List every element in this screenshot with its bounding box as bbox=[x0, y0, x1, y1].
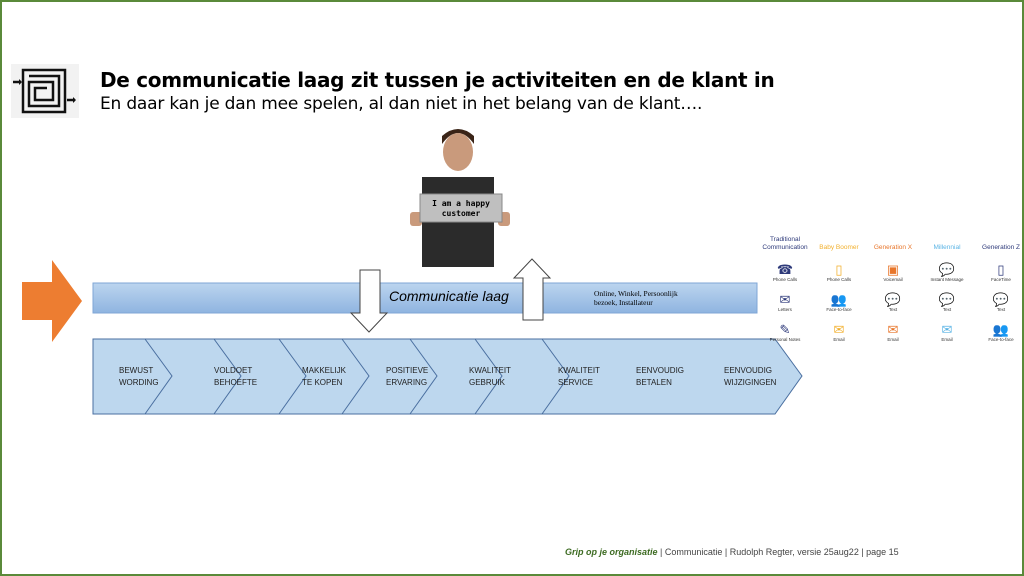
sign-line-1: I am a happy bbox=[432, 199, 490, 208]
channel-label: Letters bbox=[778, 307, 792, 312]
generation-column: Generation Z▯FaceTime💬Text👥Face-to-face bbox=[974, 234, 1024, 342]
mobile-icon: ▯ bbox=[835, 262, 843, 277]
page-title: De communicatie laag zit tussen je activ… bbox=[100, 68, 775, 92]
step-6-line-1: KWALITEIT bbox=[558, 366, 600, 375]
email-icon: ✉ bbox=[887, 322, 899, 337]
step-1-line-1: BEWUST bbox=[119, 366, 153, 375]
email-icon: ✉ bbox=[833, 322, 845, 337]
channel-label: Email bbox=[887, 337, 899, 342]
step-6-line-2: SERVICE bbox=[558, 378, 593, 387]
faces-icon: 👥 bbox=[830, 292, 848, 307]
chat-icon: 💬 bbox=[992, 292, 1010, 307]
channel-item: 💬Instant Message bbox=[920, 252, 974, 282]
channel-label: Voicemail bbox=[883, 277, 903, 282]
step-3-line-2: TE KOPEN bbox=[302, 378, 343, 387]
generation-name: Baby Boomer bbox=[819, 244, 859, 251]
channel-label: Text bbox=[888, 307, 898, 312]
page-subtitle: En daar kan je dan mee spelen, al dan ni… bbox=[100, 94, 703, 114]
channel-label: Face-to-face bbox=[988, 337, 1014, 342]
channel-label: Instant Message bbox=[930, 277, 964, 282]
channel-item: ✉Email bbox=[866, 312, 920, 342]
step-4-line-2: ERVARING bbox=[386, 378, 427, 387]
generation-name: Generation Z bbox=[982, 244, 1020, 251]
step-4-line-1: POSITIEVE bbox=[386, 366, 428, 375]
step-5-line-1: KWALITEIT bbox=[469, 366, 511, 375]
channel-item: ✉Email bbox=[812, 312, 866, 342]
telephone-icon: ☎ bbox=[776, 262, 794, 277]
mobile-icon: ▯ bbox=[997, 262, 1005, 277]
channel-item: 👥Face-to-face bbox=[974, 312, 1024, 342]
generation-name: Generation X bbox=[873, 244, 913, 251]
channels-line-1: Online, Winkel, Persoonlijk bbox=[594, 289, 678, 298]
faces-icon: 👥 bbox=[992, 322, 1010, 337]
step-7-line-2: BETALEN bbox=[636, 378, 672, 387]
channel-item: 👥Face-to-face bbox=[812, 282, 866, 312]
chat-icon: 💬 bbox=[884, 292, 902, 307]
maze-icon bbox=[11, 64, 79, 118]
communication-layer-band bbox=[92, 282, 758, 314]
email-icon: ✉ bbox=[941, 322, 953, 337]
step-8-line-2: WIJZIGINGEN bbox=[724, 378, 777, 387]
note-icon: ✎ bbox=[779, 322, 791, 337]
channel-label: FaceTime bbox=[991, 277, 1011, 282]
channel-item: ☎Phone Calls bbox=[758, 252, 812, 282]
channel-item: ▣Voicemail bbox=[866, 252, 920, 282]
generation-name: Traditional Communication bbox=[762, 236, 808, 251]
step-2-line-1: VOLDOET bbox=[214, 366, 252, 375]
channel-item: ▯FaceTime bbox=[974, 252, 1024, 282]
orange-arrow bbox=[22, 260, 82, 342]
generation-column: Generation X▣Voicemail💬Text✉Email bbox=[866, 234, 920, 342]
channel-label: Phone Calls bbox=[772, 277, 798, 282]
up-arrow bbox=[512, 258, 552, 321]
channel-label: Email bbox=[941, 337, 953, 342]
generations-communication-legend: Traditional Communication☎Phone Calls✉Le… bbox=[758, 234, 1024, 344]
chat-icon: 💬 bbox=[938, 292, 956, 307]
sign-line-2: customer bbox=[442, 209, 481, 218]
channel-item: ✉Email bbox=[920, 312, 974, 342]
down-arrow bbox=[349, 269, 389, 333]
generation-name: Millennial bbox=[933, 244, 961, 251]
generation-column: Baby Boomer▯Phone Calls👥Face-to-face✉Ema… bbox=[812, 234, 866, 342]
envelope-icon: ✉ bbox=[779, 292, 791, 307]
channel-item: 💬Text bbox=[920, 282, 974, 312]
messages-icon: 💬 bbox=[938, 262, 956, 277]
footer-brand: Grip op je organisatie bbox=[565, 547, 658, 557]
channel-label: Text bbox=[996, 307, 1006, 312]
generation-column: Millennial💬Instant Message💬Text✉Email bbox=[920, 234, 974, 342]
channel-item: 💬Text bbox=[866, 282, 920, 312]
step-2-line-2: BEHOEFTE bbox=[214, 378, 257, 387]
step-1-line-2: WORDING bbox=[119, 378, 159, 387]
step-3-line-1: MAKKELIJK bbox=[302, 366, 347, 375]
channel-label: Phone Calls bbox=[826, 277, 852, 282]
footer: Grip op je organisatie | Communicatie | … bbox=[565, 547, 899, 557]
channel-item: ✉Letters bbox=[758, 282, 812, 312]
step-7-line-1: EENVOUDIG bbox=[636, 366, 684, 375]
happy-customer-image: I am a happy customer bbox=[410, 129, 510, 267]
channel-item: 💬Text bbox=[974, 282, 1024, 312]
channel-label: Text bbox=[942, 307, 952, 312]
channel-label: Email bbox=[833, 337, 845, 342]
channel-label: Face-to-face bbox=[826, 307, 852, 312]
channel-label: Personal Notes bbox=[769, 337, 801, 342]
footer-text: | Communicatie | Rudolph Regter, versie … bbox=[657, 547, 899, 557]
step-8-line-1: EENVOUDIG bbox=[724, 366, 772, 375]
channel-item: ✎Personal Notes bbox=[758, 312, 812, 342]
generation-column: Traditional Communication☎Phone Calls✉Le… bbox=[758, 234, 812, 342]
layer-label: Communicatie laag bbox=[389, 288, 509, 304]
step-5-line-2: GEBRUIK bbox=[469, 378, 506, 387]
value-chain bbox=[92, 338, 803, 415]
channel-item: ▯Phone Calls bbox=[812, 252, 866, 282]
voicemail-icon: ▣ bbox=[886, 262, 900, 277]
channels-line-2: bezoek, Installateur bbox=[594, 298, 653, 307]
